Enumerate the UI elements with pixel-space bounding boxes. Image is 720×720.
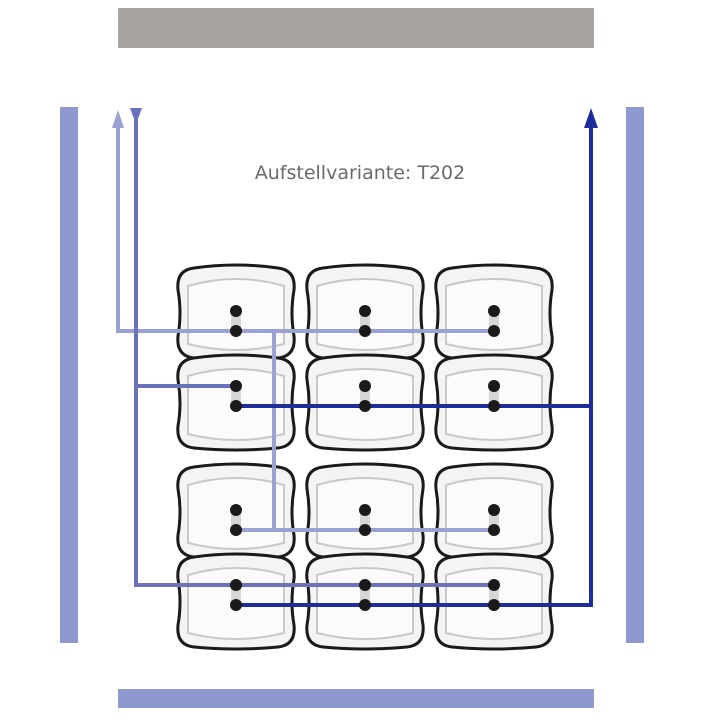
port-slot — [360, 510, 370, 530]
port-dot — [230, 524, 242, 536]
port-dot — [359, 400, 371, 412]
port-dot — [230, 380, 242, 392]
port-dot — [488, 524, 500, 536]
right-wall-bar — [626, 107, 644, 643]
port-slot — [360, 585, 370, 605]
port-slot — [231, 311, 241, 331]
pipe-dark-main — [236, 126, 593, 607]
port-dot — [230, 504, 242, 516]
port-dot — [359, 579, 371, 591]
arrow-down-medium-icon — [130, 108, 142, 124]
port-dot — [230, 305, 242, 317]
connection-dots — [230, 305, 500, 611]
port-dot — [230, 599, 242, 611]
port-dot — [359, 325, 371, 337]
port-slot — [231, 585, 241, 605]
port-slot — [489, 386, 499, 406]
port-dot — [230, 579, 242, 591]
port-dot — [359, 504, 371, 516]
port-dot — [488, 305, 500, 317]
port-slot — [360, 311, 370, 331]
bottom-wall-bar — [118, 689, 594, 708]
port-slot — [489, 510, 499, 530]
port-dot — [488, 380, 500, 392]
port-dot — [359, 305, 371, 317]
port-dot — [230, 400, 242, 412]
port-dot — [488, 599, 500, 611]
port-slot — [231, 510, 241, 530]
diagram-title: Aufstellvariante: T202 — [254, 162, 466, 184]
port-dot — [488, 325, 500, 337]
port-dot — [488, 400, 500, 412]
port-slot — [489, 311, 499, 331]
port-dot — [359, 380, 371, 392]
port-dot — [359, 524, 371, 536]
port-dot — [359, 599, 371, 611]
arrow-up-light-icon — [112, 110, 124, 128]
pipe-medium-supply — [134, 118, 494, 587]
left-wall-bar — [60, 107, 78, 643]
port-slot — [231, 386, 241, 406]
port-slot — [489, 585, 499, 605]
port-dot — [488, 579, 500, 591]
port-slot — [360, 386, 370, 406]
top-wall-bar — [118, 8, 594, 48]
port-dot — [230, 325, 242, 337]
arrow-up-dark-icon — [584, 108, 598, 128]
port-dot — [488, 504, 500, 516]
